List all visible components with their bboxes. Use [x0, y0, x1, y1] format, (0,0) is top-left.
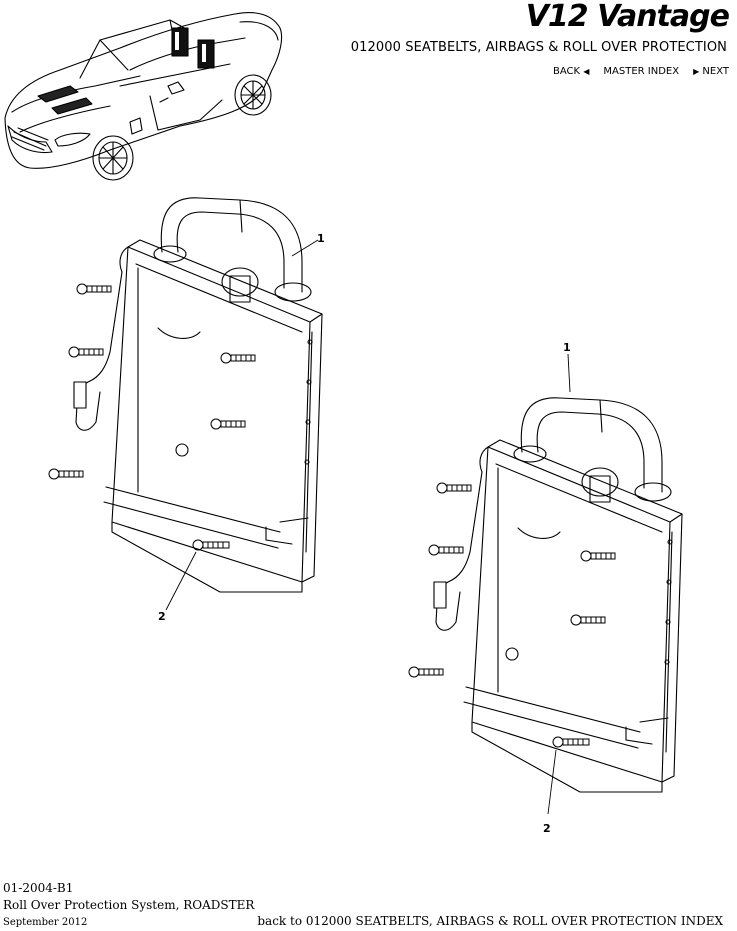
- bolt-6: [192, 539, 230, 551]
- back-to-index-link[interactable]: back to 012000 SEATBELTS, AIRBAGS & ROLL…: [257, 914, 723, 928]
- page-title: 012000 SEATBELTS, AIRBAGS & ROLL OVER PR…: [350, 40, 727, 55]
- callout-part-2: 2: [158, 610, 166, 623]
- navigation-bar: BACK ◀ MASTER INDEX ▶ NEXT: [553, 66, 729, 77]
- bolt-1: [76, 283, 112, 295]
- back-arrow-icon: ◀: [583, 67, 590, 76]
- next-link-label: NEXT: [702, 66, 729, 77]
- back-link-label: BACK: [552, 66, 581, 77]
- bolt-3: [220, 352, 256, 364]
- master-index-link[interactable]: MASTER INDEX: [603, 66, 680, 77]
- roll-over-assembly-2: [408, 353, 683, 815]
- next-link[interactable]: ▶ NEXT: [693, 66, 729, 77]
- brand-logo: V12 Vantage: [525, 0, 730, 34]
- next-arrow-icon: ▶: [693, 67, 700, 76]
- bolt-2: [428, 544, 464, 556]
- bolt-1: [436, 482, 472, 494]
- document-date: September 2012: [3, 917, 88, 928]
- back-link[interactable]: BACK ◀: [553, 66, 589, 77]
- bolt-5: [408, 666, 444, 678]
- document-code: 01-2004-B1: [3, 881, 74, 895]
- callout-part-2: 2: [543, 822, 551, 835]
- callout-part-1: 1: [317, 232, 325, 245]
- bolt-4: [570, 614, 606, 626]
- bolt-3: [580, 550, 616, 562]
- callout-part-1: 1: [563, 341, 571, 354]
- car-illustration: [4, 11, 283, 181]
- bolt-2: [68, 346, 104, 358]
- bolt-5: [48, 468, 84, 480]
- bolt-6: [552, 736, 590, 748]
- roll-over-assembly-1: [48, 197, 323, 611]
- document-description: Roll Over Protection System, ROADSTER: [3, 898, 255, 912]
- bolt-4: [210, 418, 246, 430]
